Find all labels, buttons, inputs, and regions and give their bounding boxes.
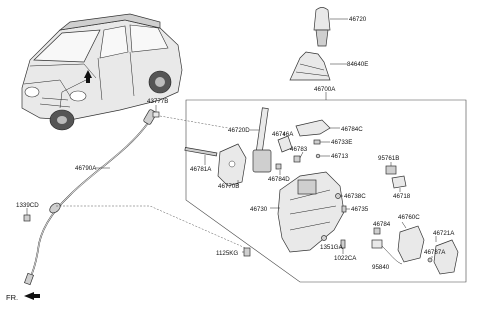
shift-knob-46720	[313, 7, 348, 47]
vehicle-illustration	[21, 13, 183, 131]
label-1339CD: 1339CD	[16, 202, 39, 209]
parts-95761B-46718	[385, 162, 407, 192]
label-46738C: 46738C	[344, 193, 366, 200]
label-46784: 46784	[373, 221, 391, 228]
clip-43777B	[152, 105, 160, 118]
solenoid-assembly	[371, 221, 459, 275]
cover-46784C	[295, 119, 340, 137]
label-46721A: 46721A	[433, 230, 455, 237]
label-46720D: 46720D	[228, 127, 250, 134]
clip-46784D	[275, 163, 282, 175]
label-46784D: 46784D	[268, 176, 290, 183]
label-46746A: 46746A	[272, 131, 294, 138]
lever-46720D	[250, 107, 272, 173]
label-43777B: 43777B	[147, 98, 168, 105]
label-46713: 46713	[331, 153, 349, 160]
label-1351GA: 1351GA	[320, 244, 344, 251]
label-1022CA: 1022CA	[334, 255, 357, 262]
bracket-46770B	[217, 143, 247, 187]
front-arrow-icon	[24, 292, 40, 300]
label-46735: 46735	[351, 206, 369, 213]
nut-1339CD	[23, 208, 31, 222]
label-46718: 46718	[393, 193, 411, 200]
parts-46738C-46735	[335, 193, 350, 213]
small-parts-group	[293, 139, 330, 163]
label-46787A: 46787A	[424, 249, 446, 256]
label-46783: 46783	[290, 146, 308, 153]
shift-cable-46790A	[24, 109, 251, 286]
label-46770B: 46770B	[218, 183, 239, 190]
label-46784C: 46784C	[341, 126, 363, 133]
label-95840: 95840	[372, 264, 390, 271]
bolt-1125KG	[242, 247, 251, 257]
bolts-1351GA-1022CA	[321, 235, 346, 254]
label-1125KG: 1125KG	[216, 250, 238, 257]
assembly-box-46700A	[185, 99, 467, 283]
label-46733E: 46733E	[331, 139, 352, 146]
pin-46781A	[184, 147, 218, 165]
label-46760C: 46760C	[398, 214, 420, 221]
label-84640E: 84640E	[347, 61, 368, 68]
shift-boot-84640E	[289, 51, 347, 81]
label-46700A: 46700A	[314, 86, 336, 93]
label-46730: 46730	[250, 206, 268, 213]
base-46730	[270, 171, 345, 253]
label-fr: FR.	[6, 293, 18, 302]
label-46720: 46720	[349, 16, 367, 23]
bracket-46746A	[277, 132, 293, 153]
label-46790A: 46790A	[75, 165, 97, 172]
label-46781A: 46781A	[190, 166, 212, 173]
label-95761B: 95761B	[378, 155, 399, 162]
